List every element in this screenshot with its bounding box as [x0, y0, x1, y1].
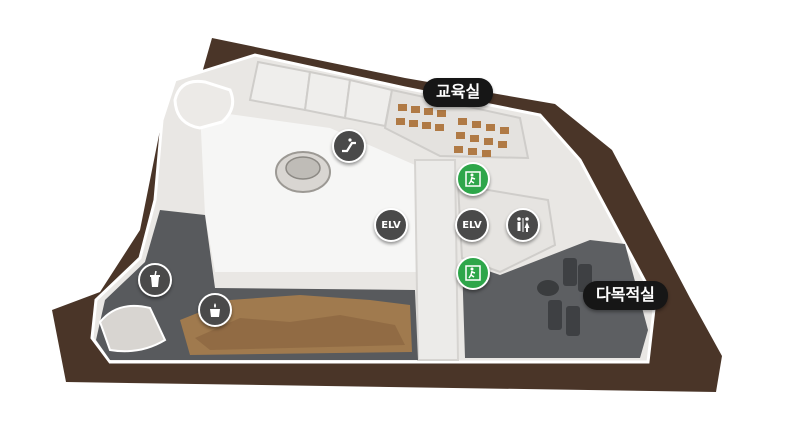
emergency-exit-icon[interactable]	[456, 162, 490, 196]
multipurpose-room-floor	[462, 240, 648, 358]
escalator-icon[interactable]	[332, 129, 366, 163]
elevator-icon[interactable]: ELV	[374, 208, 408, 242]
multipurpose-seats	[548, 258, 592, 336]
classroom-label: 교육실	[423, 78, 494, 107]
drink-cup-icon[interactable]	[138, 263, 172, 297]
multipurpose-room-label: 다목적실	[583, 281, 668, 310]
elevator-icon[interactable]: ELV	[455, 208, 489, 242]
emergency-exit-icon[interactable]	[456, 256, 490, 290]
water-icon[interactable]	[198, 293, 232, 327]
corner-tower	[173, 79, 235, 130]
spiral-ramp	[98, 304, 167, 353]
central-corridor	[413, 159, 460, 361]
restroom-icon[interactable]	[506, 208, 540, 242]
classroom-desks	[396, 104, 509, 157]
